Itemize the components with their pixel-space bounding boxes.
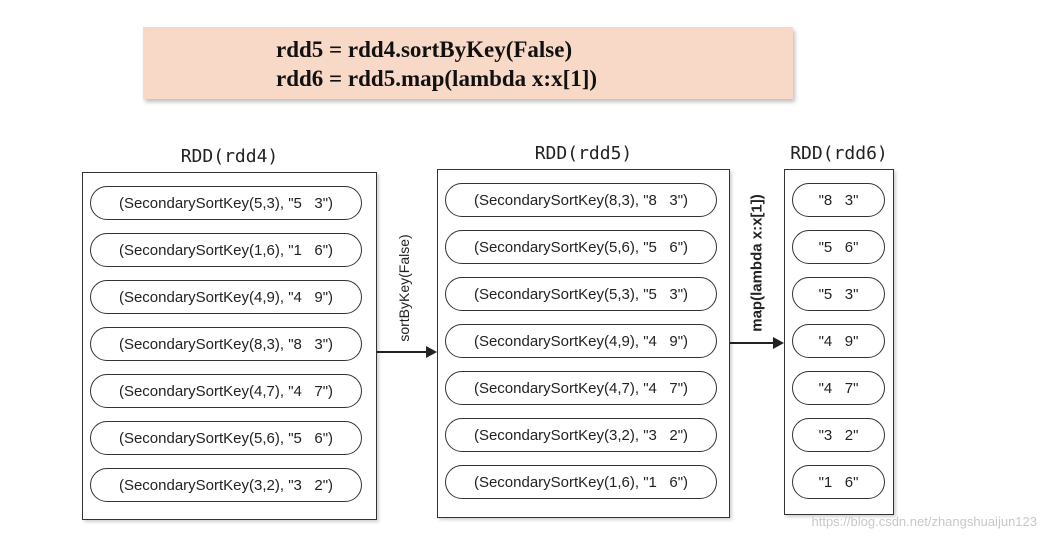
sort-arrow-head <box>426 346 437 358</box>
rdd4-item: (SecondarySortKey(5,3), "5 3") <box>90 186 362 220</box>
rdd6-title: RDD(rdd6) <box>790 143 888 164</box>
rdd5-item: (SecondarySortKey(4,9), "4 9") <box>445 324 717 358</box>
map-arrow-line <box>730 342 774 344</box>
rdd6-item: "1 6" <box>792 465 885 499</box>
code-box: rdd5 = rdd4.sortByKey(False) rdd6 = rdd5… <box>143 27 793 99</box>
code-line-2: rdd6 = rdd5.map(lambda x:x[1]) <box>276 66 598 91</box>
sort-arrow-line <box>377 351 427 353</box>
rdd5-item: (SecondarySortKey(4,7), "4 7") <box>445 371 717 405</box>
rdd6-item: "5 3" <box>792 277 885 311</box>
rdd4-item: (SecondarySortKey(1,6), "1 6") <box>90 233 362 267</box>
rdd4-box: (SecondarySortKey(5,3), "5 3") (Secondar… <box>82 172 377 520</box>
rdd5-item: (SecondarySortKey(8,3), "8 3") <box>445 183 717 217</box>
rdd4-item: (SecondarySortKey(4,9), "4 9") <box>90 280 362 314</box>
rdd5-item: (SecondarySortKey(3,2), "3 2") <box>445 418 717 452</box>
map-arrow-label: map(lambda x:x[1]) <box>748 194 766 332</box>
code-line-1: rdd5 = rdd4.sortByKey(False) <box>276 37 573 62</box>
watermark: https://blog.csdn.net/zhangshuaijun123 <box>811 514 1037 529</box>
sort-arrow-label: sortByKey(False) <box>396 234 412 342</box>
rdd6-item: "8 3" <box>792 183 885 217</box>
rdd6-item: "4 7" <box>792 371 885 405</box>
rdd4-item: (SecondarySortKey(5,6), "5 6") <box>90 421 362 455</box>
rdd5-item: (SecondarySortKey(5,6), "5 6") <box>445 230 717 264</box>
rdd4-title: RDD(rdd4) <box>180 146 279 167</box>
rdd6-item: "3 2" <box>792 418 885 452</box>
rdd5-item: (SecondarySortKey(5,3), "5 3") <box>445 277 717 311</box>
rdd6-item: "4 9" <box>792 324 885 358</box>
rdd5-title: RDD(rdd5) <box>534 143 633 164</box>
rdd4-item: (SecondarySortKey(8,3), "8 3") <box>90 327 362 361</box>
rdd6-box: "8 3" "5 6" "5 3" "4 9" "4 7" "3 2" "1 6… <box>784 169 894 515</box>
rdd6-item: "5 6" <box>792 230 885 264</box>
map-arrow-head <box>773 337 784 349</box>
rdd4-item: (SecondarySortKey(3,2), "3 2") <box>90 468 362 502</box>
rdd4-item: (SecondarySortKey(4,7), "4 7") <box>90 374 362 408</box>
rdd5-box: (SecondarySortKey(8,3), "8 3") (Secondar… <box>437 169 730 518</box>
rdd5-item: (SecondarySortKey(1,6), "1 6") <box>445 465 717 499</box>
